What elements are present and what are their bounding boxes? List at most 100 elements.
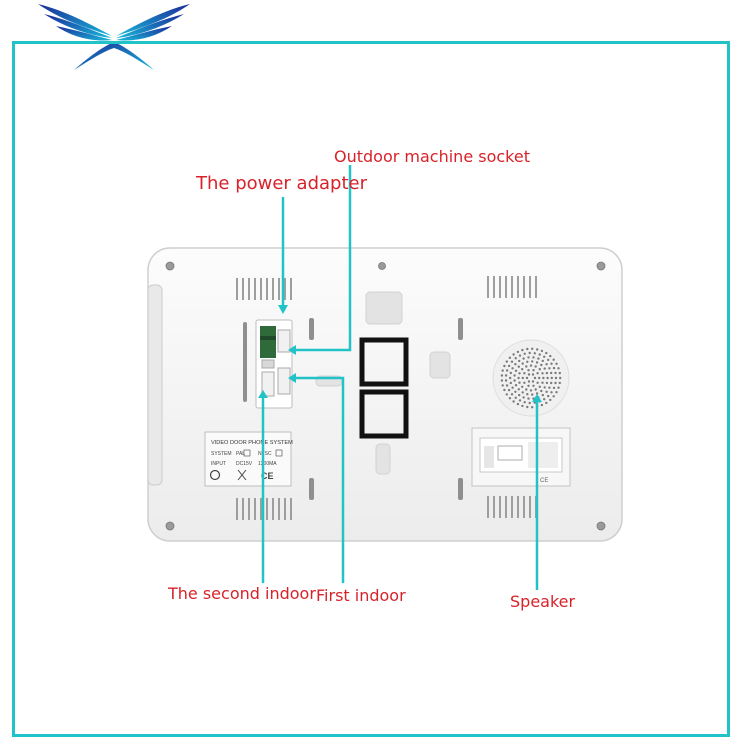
speaker-hole: [531, 406, 534, 409]
speaker-hole: [545, 390, 548, 393]
sticker-pal-label: PAL: [236, 451, 245, 457]
speaker-hole: [508, 356, 512, 359]
speaker-hole: [509, 371, 512, 375]
label-speaker: Speaker: [510, 592, 576, 611]
speaker-hole: [525, 388, 528, 391]
speaker-hole: [542, 376, 545, 380]
speaker-hole: [540, 349, 544, 353]
speaker-hole: [505, 384, 509, 387]
speaker-hole: [514, 390, 517, 393]
speaker-hole: [523, 352, 526, 355]
speaker-hole: [523, 401, 526, 404]
speaker-hole: [514, 384, 518, 387]
connector-module: [255, 319, 293, 409]
speaker-hole: [538, 353, 541, 356]
label-power-adapter: The power adapter: [196, 173, 367, 194]
speaker-hole: [550, 371, 553, 375]
speaker-hole: [536, 372, 539, 375]
speaker-grille: [492, 339, 570, 417]
speaker-hole: [527, 373, 531, 376]
speaker-hole: [555, 391, 558, 394]
sticker-system-label: SYSTEM: [211, 451, 232, 457]
speaker-hole: [512, 353, 515, 356]
speaker-hole: [518, 393, 521, 397]
speaker-hole: [512, 400, 515, 403]
speaker-hole: [518, 359, 521, 363]
sticker-input-label: INPUT: [211, 461, 226, 467]
speaker-hole: [552, 386, 556, 390]
speaker-hole: [510, 393, 514, 396]
speaker-hole: [533, 376, 537, 380]
label-outdoor-machine-socket: Outdoor machine socket: [334, 147, 530, 166]
screw-holes: [165, 261, 606, 531]
sticker-current: 1200MA: [258, 461, 277, 467]
speaker-hole: [540, 403, 544, 407]
speaker-hole: [501, 369, 504, 372]
speaker-hole: [536, 348, 539, 351]
bracket-frames: [359, 337, 409, 439]
speaker-hole: [510, 360, 514, 363]
speaker-hole: [521, 362, 524, 365]
speaker-hole: [545, 401, 548, 405]
speaker-hole: [555, 362, 558, 365]
speaker-hole: [500, 374, 504, 377]
speaker-hole: [554, 376, 558, 380]
label-second-indoor: The second indoor: [168, 584, 316, 603]
speaker-hole: [531, 373, 535, 376]
speaker-hole: [533, 352, 536, 355]
speaker-hole: [527, 356, 530, 359]
speaker-hole: [522, 396, 525, 399]
sticker-title: VIDEO DOOR PHONE SYSTEM: [211, 440, 293, 446]
speaker-hole: [509, 376, 512, 380]
speaker-hole: [516, 402, 520, 406]
speaker-hole: [554, 381, 557, 385]
speaker-hole: [550, 391, 553, 394]
speaker-hole: [547, 358, 550, 362]
speaker-hole: [545, 381, 549, 385]
speaker-hole: [527, 397, 530, 400]
speaker-hole: [507, 364, 511, 368]
speaker-hole: [543, 367, 546, 370]
speaker-hole: [521, 404, 524, 408]
speaker-hole: [526, 405, 529, 409]
serial-sticker: CE: [471, 427, 571, 487]
speaker-hole: [549, 398, 552, 402]
speaker-hole: [521, 368, 524, 371]
speaker-hole: [538, 385, 541, 388]
device-left-edge: [147, 284, 163, 486]
speaker-hole: [518, 354, 522, 357]
speaker-hole: [545, 371, 549, 375]
speaker-hole: [529, 389, 533, 392]
speaker-hole: [518, 372, 521, 375]
speaker-hole: [543, 386, 546, 389]
speaker-hole: [501, 384, 504, 387]
speaker-hole: [535, 392, 539, 395]
speaker-hole: [541, 359, 544, 363]
speaker-hole: [547, 394, 550, 398]
speaker-hole: [514, 357, 517, 360]
speaker-hole: [557, 386, 560, 389]
speaker-hole: [531, 360, 534, 363]
speaker-hole: [504, 374, 508, 377]
speaker-hole: [517, 376, 520, 380]
speaker-hole: [526, 347, 529, 351]
speaker-hole: [546, 376, 549, 380]
speaker-hole: [552, 366, 556, 370]
spec-sticker: VIDEO DOOR PHONE SYSTEM SYSTEM PAL NTSC …: [204, 431, 293, 487]
recycle-icon: [209, 469, 221, 481]
speaker-hole: [521, 391, 524, 394]
speaker-hole: [503, 388, 506, 392]
speaker-hole: [523, 381, 526, 384]
leader-arrowheads: [258, 305, 542, 402]
speaker-hole: [532, 369, 535, 372]
speaker-hole: [528, 351, 531, 355]
speaker-hole: [526, 360, 529, 363]
leader-lines: [261, 165, 539, 590]
brand-logo: [38, 4, 190, 70]
speaker-hole: [521, 385, 524, 388]
speaker-hole: [543, 398, 546, 401]
speaker-hole: [518, 399, 522, 402]
speaker-hole: [535, 361, 539, 364]
speaker-hole: [550, 381, 553, 385]
vent-slots: [236, 276, 537, 520]
